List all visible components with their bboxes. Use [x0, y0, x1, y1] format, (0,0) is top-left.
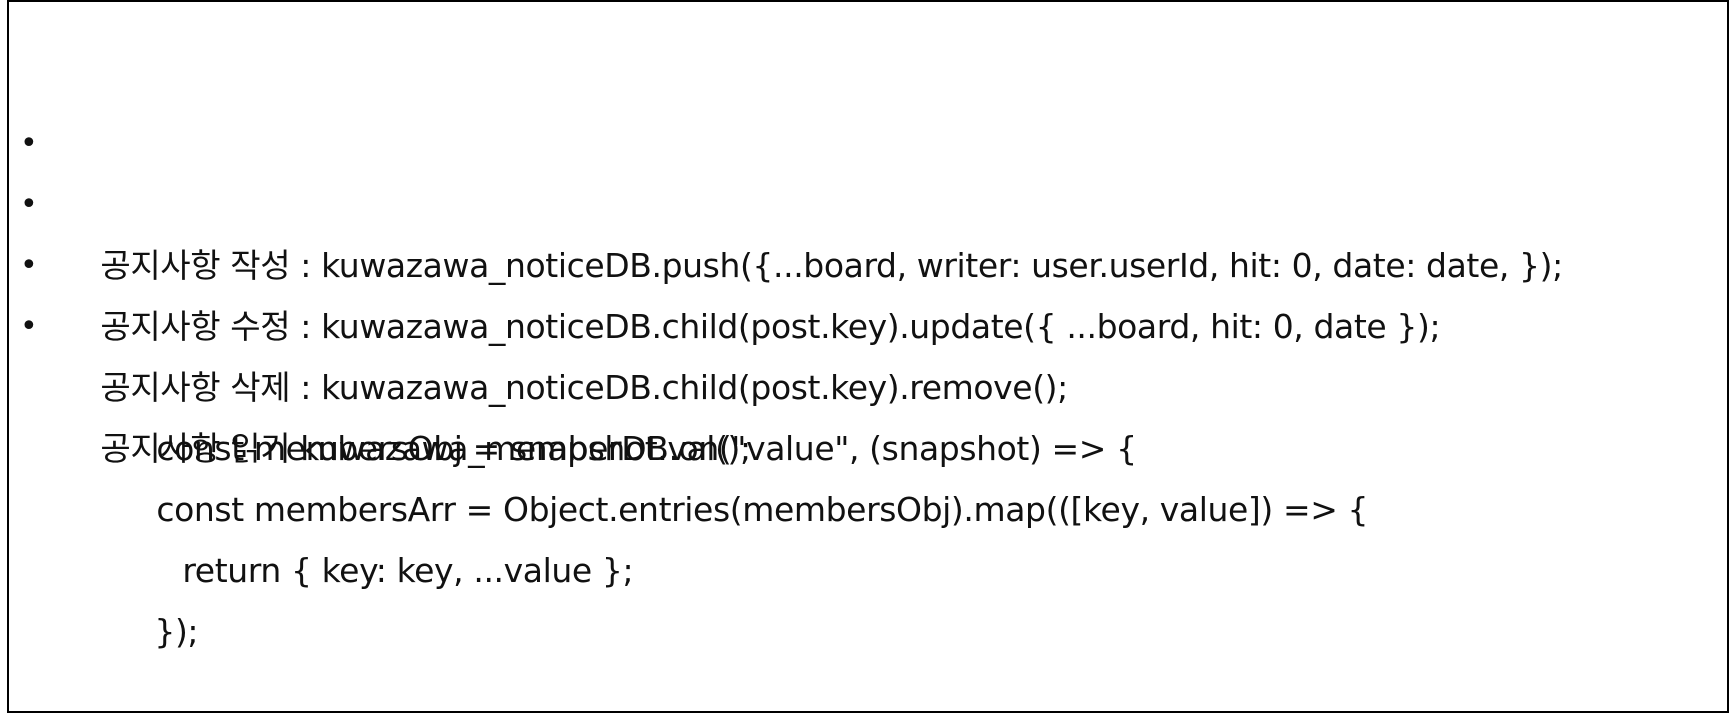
code-line-text: const membersArr = Object.entries(member…	[156, 490, 1369, 529]
code-line: });	[16, 540, 1713, 651]
code-line: const membersArr = Object.entries(member…	[16, 418, 1713, 529]
document-frame	[7, 0, 1729, 713]
bullet-icon: •	[20, 187, 38, 222]
bullet-icon: •	[20, 309, 38, 344]
item-text-create: 공지사항 작성 : kuwazawa_noticeDB.push({...boa…	[100, 246, 1563, 285]
code-line-text: });	[154, 612, 199, 651]
bullet-icon: •	[20, 126, 38, 161]
document-content: • 공지사항 작성 : kuwazawa_noticeDB.push({...b…	[16, 113, 1713, 651]
code-line: return { key: key, ...value };	[16, 479, 1713, 590]
bullet-icon: •	[20, 248, 38, 283]
code-line: const membersObj = snapshot.val();	[16, 357, 1713, 468]
list-item: • 공지사항 읽기 kuwazawa_memberDB.on("value", …	[16, 296, 1713, 468]
item-text-delete: 공지사항 삭제 : kuwazawa_noticeDB.child(post.k…	[100, 368, 1068, 407]
code-line-text: return { key: key, ...value };	[182, 551, 634, 590]
item-text-update: 공지사항 수정 : kuwazawa_noticeDB.child(post.k…	[100, 307, 1441, 346]
item-text-read: 공지사항 읽기 kuwazawa_memberDB.on("value", (s…	[100, 429, 1137, 468]
list-item: • 공지사항 작성 : kuwazawa_noticeDB.push({...b…	[16, 113, 1713, 285]
list-item: • 공지사항 수정 : kuwazawa_noticeDB.child(post…	[16, 174, 1713, 346]
code-line-text: const membersObj = snapshot.val();	[156, 429, 751, 468]
list-item: • 공지사항 삭제 : kuwazawa_noticeDB.child(post…	[16, 235, 1713, 407]
